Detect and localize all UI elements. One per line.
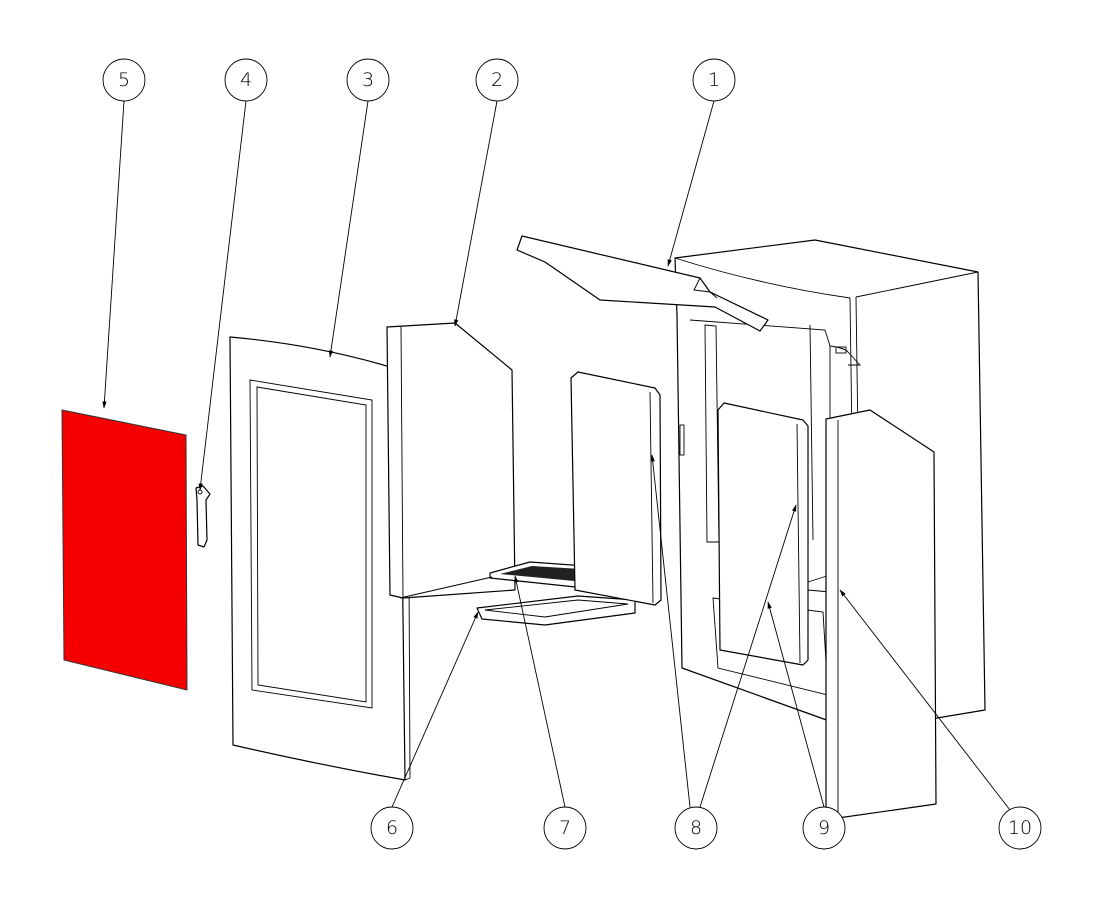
balloon-1: 1 — [692, 58, 736, 102]
part-10-side-panel — [825, 409, 937, 819]
balloon-label: 2 — [491, 69, 503, 91]
leader-lines — [102, 100, 1011, 811]
balloon-5: 5 — [102, 58, 146, 102]
balloon-4: 4 — [224, 58, 268, 102]
part-5-glass — [61, 409, 188, 691]
balloon-9: 9 — [802, 806, 846, 850]
balloon-label: 8 — [690, 817, 702, 839]
balloon-7: 7 — [543, 806, 587, 850]
balloon-3: 3 — [346, 58, 390, 102]
balloon-10: 10 — [998, 806, 1042, 850]
balloon-label: 9 — [818, 817, 830, 839]
part-8-brick-left — [570, 371, 662, 606]
balloon-label: 1 — [708, 69, 720, 91]
part-4-latch — [195, 485, 211, 548]
part-1-baffle — [516, 235, 769, 332]
part-2-side-liner — [386, 322, 516, 599]
balloon-label: 3 — [362, 69, 374, 91]
balloon-2: 2 — [475, 58, 519, 102]
balloon-6: 6 — [370, 806, 414, 850]
part-3-door — [229, 336, 411, 781]
balloon-label: 6 — [386, 817, 398, 839]
balloon-8: 8 — [674, 806, 718, 850]
balloon-label: 10 — [1008, 817, 1032, 839]
balloon-label: 4 — [240, 69, 252, 91]
part-8-brick-right — [717, 402, 809, 666]
balloon-label: 5 — [118, 69, 130, 91]
part-6-ash-pan — [476, 595, 636, 626]
balloon-label: 7 — [559, 817, 571, 839]
